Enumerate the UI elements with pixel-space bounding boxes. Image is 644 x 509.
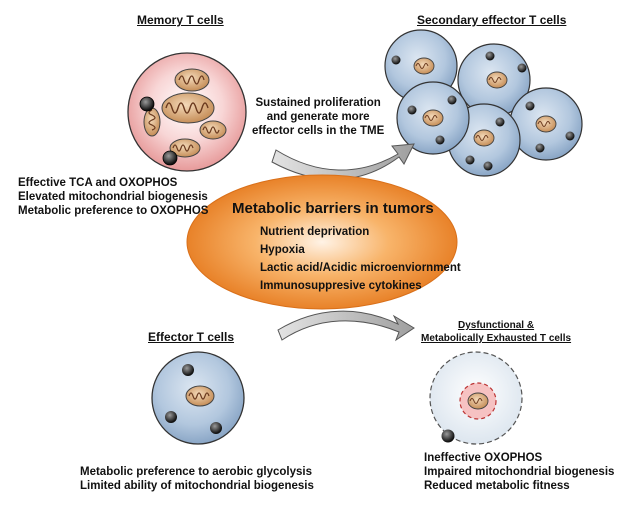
effector-traits: Metabolic preference to aerobic glycolys…: [80, 465, 314, 493]
barrier-item: Hypoxia: [260, 244, 305, 256]
barrier-item: Immunosuppresive cytokines: [260, 280, 422, 292]
lysosome-icon: [210, 422, 222, 434]
effector-trait: Limited ability of mitochondrial biogene…: [80, 480, 314, 492]
exhausted-title-line: Dysfunctional &: [457, 320, 535, 331]
mitochondrion-icon: [174, 68, 210, 92]
exhausted-t-cell: [429, 351, 523, 445]
lysosome-icon: [162, 150, 178, 166]
exhausted-trait: Ineffective OXOPHOS: [424, 452, 543, 464]
exhausted-traits: Ineffective OXOPHOS Impaired mitochondri…: [424, 451, 614, 493]
effector-cell: [509, 87, 583, 161]
mitochondrion-icon: [169, 138, 201, 158]
secondary-title: Secondary effector T cells: [417, 13, 567, 27]
mitochondrion-icon: [143, 107, 161, 137]
upper-arrow-icon: [271, 143, 415, 180]
exhausted-title-line: Metabolically Exhausted T cells: [421, 333, 572, 344]
lysosome-icon: [441, 429, 455, 443]
proliferation-line: and generate more: [266, 111, 370, 123]
effector-cell: [457, 43, 531, 117]
lysosome-icon: [139, 96, 155, 112]
memory-trait: Metabolic preference to OXOPHOS: [18, 205, 209, 217]
lysosome-icon: [165, 411, 177, 423]
barriers-title: Metabolic barriers in tumors: [232, 200, 434, 217]
metabolic-barriers-ellipse: [186, 174, 458, 310]
effector-cell: [396, 81, 470, 155]
barrier-item: Lactic acid/Acidic microenviornment: [260, 262, 461, 274]
memory-traits: Effective TCA and OXOPHOS Elevated mitoc…: [18, 176, 208, 218]
memory-t-cell: [127, 52, 247, 172]
proliferation-line: effector cells in the TME: [252, 125, 385, 137]
barrier-item: Nutrient deprivation: [260, 226, 370, 238]
mitochondrion-icon: [199, 120, 227, 140]
mitochondrion-icon: [161, 92, 215, 124]
exhausted-trait: Reduced metabolic fitness: [424, 480, 570, 492]
memory-trait: Elevated mitochondrial biogenesis: [18, 191, 208, 203]
effector-title: Effector T cells: [148, 330, 235, 344]
lower-arrow-icon: [277, 310, 415, 342]
proliferation-line: Sustained proliferation: [255, 97, 381, 109]
proliferation-text: Sustained proliferation and generate mor…: [252, 96, 384, 138]
effector-t-cell: [151, 351, 245, 445]
memory-trait: Effective TCA and OXOPHOS: [18, 177, 178, 189]
memory-title: Memory T cells: [137, 13, 224, 27]
lysosome-icon: [182, 364, 194, 376]
effector-trait: Metabolic preference to aerobic glycolys…: [80, 466, 312, 478]
exhausted-trait: Impaired mitochondrial biogenesis: [424, 466, 615, 478]
exhausted-title: Dysfunctional & Metabolically Exhausted …: [421, 319, 571, 345]
secondary-effector-cluster: [384, 29, 583, 177]
